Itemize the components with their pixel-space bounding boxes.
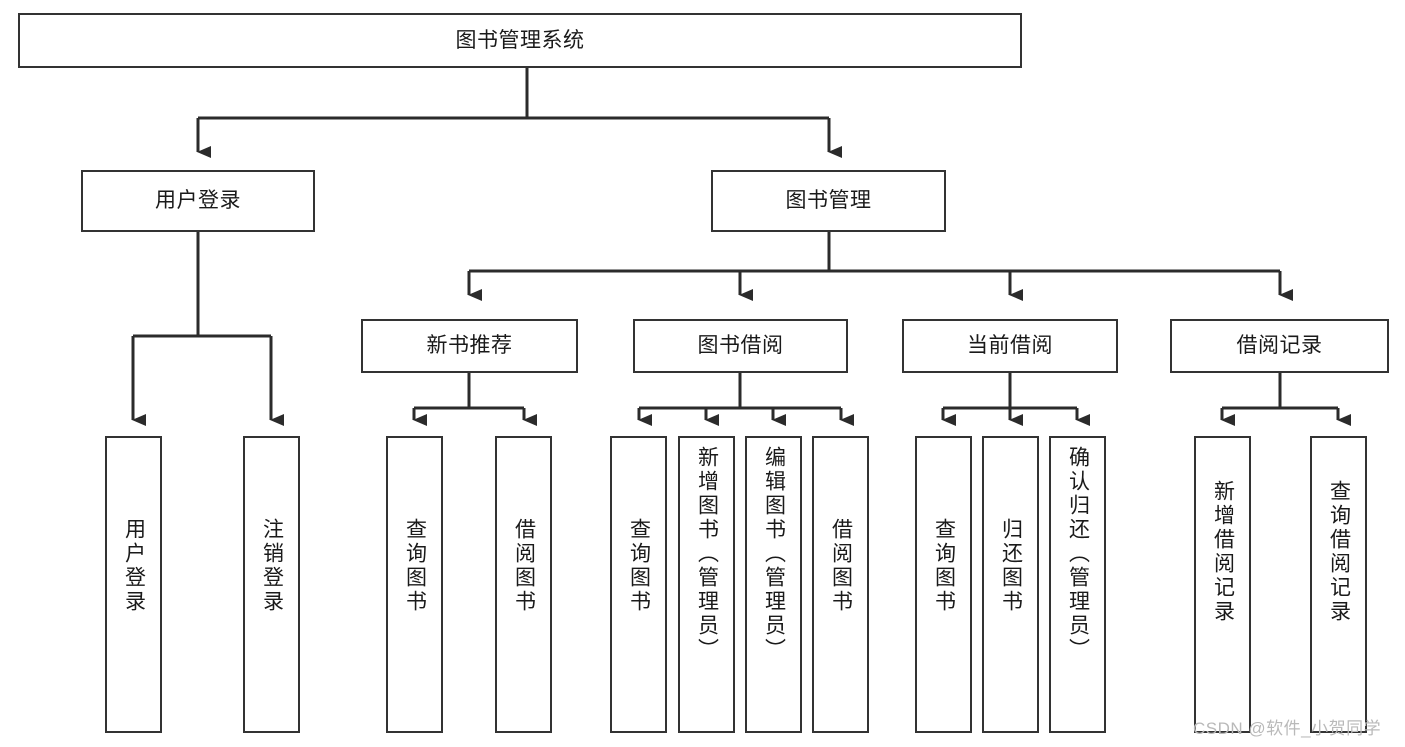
node-label: 归还图书 xyxy=(999,518,1023,614)
node-label: 当前借阅 xyxy=(967,334,1053,358)
node-label: 借阅图书 xyxy=(512,518,536,614)
node-current-borrowing[interactable]: 当前借阅 xyxy=(902,319,1118,373)
node-label: 用户登录 xyxy=(122,518,146,614)
node-label: 查询图书 xyxy=(932,518,956,614)
leaf-query-books-borrowing[interactable]: 查询图书 xyxy=(610,436,667,733)
node-label: 新增借阅记录 xyxy=(1211,480,1235,624)
node-borrowing-records[interactable]: 借阅记录 xyxy=(1170,319,1389,373)
node-root-system[interactable]: 图书管理系统 xyxy=(18,13,1022,68)
node-label: 注销登录 xyxy=(260,518,284,614)
node-label: 新增图书（管理员） xyxy=(695,446,719,662)
node-label: 确认归还（管理员） xyxy=(1066,446,1090,662)
leaf-user-login[interactable]: 用户登录 xyxy=(105,436,162,733)
leaf-query-books-recommendation[interactable]: 查询图书 xyxy=(386,436,443,733)
leaf-add-borrow-record[interactable]: 新增借阅记录 xyxy=(1194,436,1251,733)
node-book-management[interactable]: 图书管理 xyxy=(711,170,946,232)
leaf-borrow-books-recommendation[interactable]: 借阅图书 xyxy=(495,436,552,733)
node-label: 借阅图书 xyxy=(829,518,853,614)
leaf-query-borrow-record[interactable]: 查询借阅记录 xyxy=(1310,436,1367,733)
node-label: 图书借阅 xyxy=(697,334,784,358)
node-label: 查询图书 xyxy=(403,518,427,614)
leaf-add-book-admin[interactable]: 新增图书（管理员） xyxy=(678,436,735,733)
node-book-borrowing[interactable]: 图书借阅 xyxy=(633,319,848,373)
leaf-return-books[interactable]: 归还图书 xyxy=(982,436,1039,733)
node-new-book-recommendation[interactable]: 新书推荐 xyxy=(361,319,578,373)
node-user-login[interactable]: 用户登录 xyxy=(81,170,315,232)
leaf-confirm-return-admin[interactable]: 确认归还（管理员） xyxy=(1049,436,1106,733)
node-label: 新书推荐 xyxy=(426,334,513,358)
leaf-edit-book-admin[interactable]: 编辑图书（管理员） xyxy=(745,436,802,733)
node-label: 图书管理系统 xyxy=(455,28,585,52)
node-label: 借阅记录 xyxy=(1236,334,1323,358)
node-label: 查询图书 xyxy=(627,518,651,614)
node-label: 图书管理 xyxy=(785,189,872,213)
node-label: 查询借阅记录 xyxy=(1327,480,1351,624)
node-label: 编辑图书（管理员） xyxy=(762,446,786,662)
leaf-logout[interactable]: 注销登录 xyxy=(243,436,300,733)
leaf-borrow-books-borrowing[interactable]: 借阅图书 xyxy=(812,436,869,733)
node-label: 用户登录 xyxy=(155,189,241,213)
leaf-query-books-current[interactable]: 查询图书 xyxy=(915,436,972,733)
csdn-watermark: CSDN @软件_小贺同学 xyxy=(1193,719,1382,738)
